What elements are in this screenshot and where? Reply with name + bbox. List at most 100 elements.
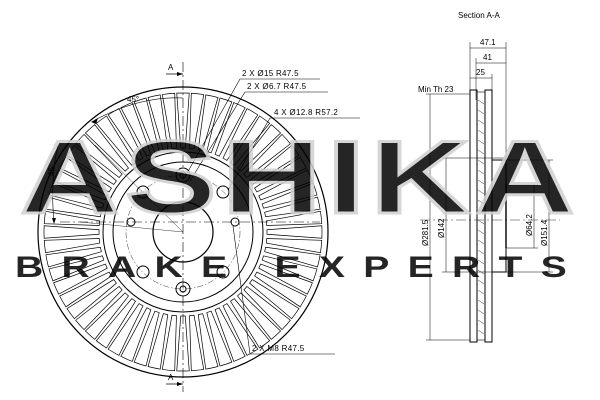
- vane: [43, 210, 101, 226]
- vane: [84, 124, 129, 172]
- section-view: [420, 42, 560, 343]
- vent-line: [477, 299, 485, 305]
- vane: [147, 313, 169, 370]
- vane: [254, 271, 307, 308]
- vane: [265, 238, 323, 254]
- angle-arc-horizontal: [94, 97, 184, 121]
- vane: [53, 263, 108, 295]
- bolt-hole: [216, 265, 230, 279]
- section-mark-bottom: A: [168, 373, 174, 382]
- vane: [133, 310, 160, 367]
- section-title: Section A-A: [458, 11, 500, 20]
- locator-holes: [175, 167, 191, 297]
- vane: [197, 94, 219, 151]
- vent-line: [477, 99, 485, 105]
- wheel-bolt-holes: [136, 185, 230, 279]
- hat-outer-edge: [112, 161, 254, 303]
- disc-front-view: [37, 62, 360, 392]
- vent-line: [477, 289, 485, 295]
- vane: [197, 313, 219, 370]
- vane: [59, 271, 112, 308]
- vent-line: [477, 169, 485, 175]
- leader-holes-15: [185, 78, 320, 176]
- vane: [230, 298, 271, 349]
- vent-line: [477, 149, 485, 155]
- vane: [249, 144, 300, 185]
- friction-ring-inboard: [469, 89, 478, 343]
- vane: [176, 92, 190, 149]
- vent-line: [477, 309, 485, 315]
- dim-center-bore-diameter: Ø64.2: [525, 214, 534, 236]
- vane: [75, 133, 123, 178]
- vane: [237, 292, 282, 340]
- vane: [120, 307, 152, 362]
- threaded-hole: [126, 217, 136, 227]
- center-bore: [152, 201, 214, 263]
- vane: [189, 314, 205, 372]
- vane: [189, 92, 205, 150]
- vent-line: [477, 209, 485, 215]
- bolt-pcd-circle: [125, 174, 241, 290]
- vane: [237, 124, 282, 172]
- angle-label-horizontal: 45°: [127, 95, 139, 104]
- dim-inner-ring-diameter: Ø142: [437, 218, 446, 238]
- vane: [261, 182, 318, 209]
- vane: [161, 314, 177, 372]
- vane: [133, 97, 160, 154]
- section-vent-lines: [477, 99, 485, 335]
- vane: [264, 196, 321, 218]
- vane: [222, 108, 259, 161]
- vent-line: [477, 179, 485, 185]
- dim-width-hat: 41: [483, 53, 492, 62]
- vane: [254, 156, 307, 193]
- friction-ring-inner-edge: [102, 151, 264, 313]
- vane: [53, 169, 108, 201]
- vent-line: [477, 139, 485, 145]
- vent-line: [477, 199, 485, 205]
- vane: [95, 115, 136, 166]
- vane: [120, 102, 152, 157]
- vane: [243, 286, 291, 331]
- vane: [230, 115, 271, 166]
- vane: [249, 279, 300, 320]
- vane: [48, 182, 105, 209]
- bolt-hole: [136, 185, 150, 199]
- dim-outer-diameter: Ø281.5: [421, 219, 430, 246]
- vane: [45, 196, 102, 218]
- vane: [176, 315, 190, 372]
- callout-holes-12-8: 4 X Ø12.8 R57.2: [274, 108, 338, 117]
- vent-line: [477, 279, 485, 285]
- watermark-tagline: BRAKE EXPERTS: [15, 251, 585, 284]
- locator-hole: [175, 167, 191, 183]
- vane: [214, 307, 246, 362]
- dim-width-overall: 47.1: [480, 38, 496, 47]
- vane: [66, 144, 117, 185]
- vane: [45, 246, 102, 268]
- vane: [243, 133, 291, 178]
- callout-holes-15: 2 X Ø15 R47.5: [242, 69, 299, 78]
- threaded-holes: [126, 217, 240, 227]
- watermark-logo: ASHIKA: [20, 120, 580, 236]
- vane: [48, 255, 105, 282]
- vent-line: [477, 319, 485, 325]
- vane: [258, 169, 313, 201]
- vane: [147, 94, 169, 151]
- callout-threads-m8: 2 X M8 R47.5: [252, 344, 305, 353]
- watermark: ASHIKA BRAKE EXPERTS: [15, 119, 585, 285]
- vane: [261, 255, 318, 282]
- dim-hat-diameter: Ø151.4: [540, 219, 549, 246]
- ventilation-vanes: [43, 92, 323, 372]
- leader-holes-6-7: [189, 91, 328, 182]
- locator-hole: [175, 281, 191, 297]
- leader-holes-12-8: [227, 117, 360, 191]
- vent-line: [477, 249, 485, 255]
- locator-hole-inner: [179, 285, 187, 293]
- bolt-hole: [136, 265, 150, 279]
- vane: [161, 92, 177, 150]
- vent-line: [477, 259, 485, 265]
- vane: [107, 303, 144, 356]
- vane: [264, 246, 321, 268]
- disc-outer-edge: [37, 86, 329, 378]
- angle-arc-vertical: [52, 144, 59, 223]
- callout-holes-6-7: 2 X Ø6.7 R47.5: [247, 82, 307, 91]
